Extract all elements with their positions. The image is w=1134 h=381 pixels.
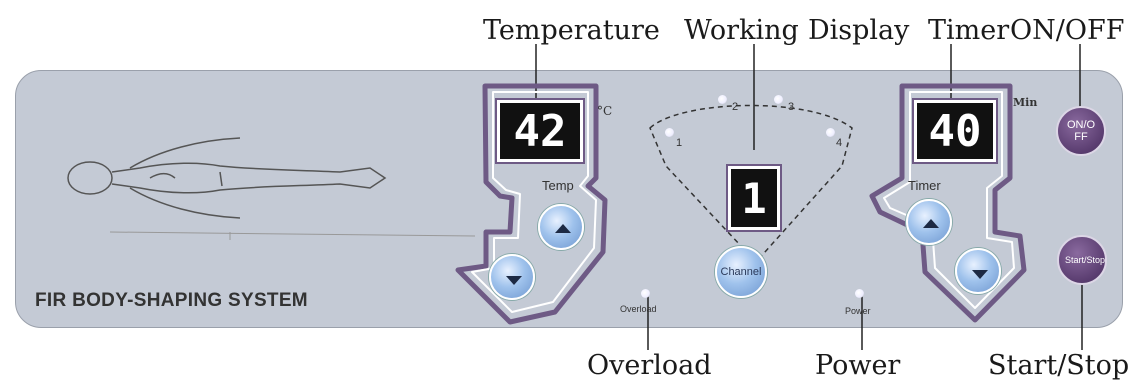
start-stop-callout: Start/Stop — [988, 350, 1130, 381]
display-callout: Display — [808, 15, 910, 46]
channel-3-number: 3 — [788, 101, 795, 113]
channel-2-led — [718, 95, 727, 104]
timer-callout: Timer — [928, 15, 1010, 46]
channel-button-label: Channel — [720, 266, 762, 278]
overload-led-label: Overload — [620, 304, 657, 314]
up-arrow-icon — [923, 219, 939, 228]
on-off-button-label: ON/OFF — [1066, 119, 1096, 143]
power-led-label: Power — [845, 306, 871, 316]
brand-label: FIR BODY-SHAPING SYSTEM — [35, 290, 308, 311]
timer-unit: Min — [1013, 96, 1038, 109]
temp-unit: °C — [597, 104, 613, 118]
channel-2-number: 2 — [732, 101, 739, 113]
channel-3-led — [774, 95, 783, 104]
channel-4-number: 4 — [836, 137, 843, 149]
timer-arrow-outline — [869, 83, 1027, 323]
working-callout: Working — [684, 15, 799, 46]
temp-display: 42 — [495, 98, 585, 164]
overload-led — [641, 289, 650, 298]
up-arrow-icon — [555, 224, 571, 233]
channel-display: 1 — [726, 164, 782, 232]
temp-down-button[interactable] — [489, 254, 535, 300]
down-arrow-icon — [506, 276, 522, 285]
body-outline-icon — [67, 137, 476, 240]
temp-up-button[interactable] — [538, 204, 584, 250]
start-stop-button[interactable]: Start/Stop — [1057, 235, 1107, 285]
timer-down-button[interactable] — [955, 248, 1001, 294]
channel-fan-outline — [649, 104, 853, 264]
on-off-callout: ON/OFF — [1010, 15, 1125, 46]
overload-callout: Overload — [587, 350, 712, 381]
on-off-button[interactable]: ON/OFF — [1056, 106, 1106, 156]
channel-button[interactable]: Channel — [715, 246, 767, 298]
temp-arrow-outline — [455, 83, 608, 325]
down-arrow-icon — [972, 270, 988, 279]
temperature-callout: Temperature — [483, 15, 660, 46]
channel-1-number: 1 — [676, 137, 683, 149]
start-stop-button-label: Start/Stop — [1065, 255, 1106, 265]
channel-4-led — [826, 128, 835, 137]
timer-up-button[interactable] — [906, 199, 952, 245]
power-callout: Power — [815, 350, 901, 381]
power-led — [855, 289, 864, 298]
channel-1-led — [665, 128, 674, 137]
timer-display: 40 — [912, 98, 998, 164]
timer-label: Timer — [908, 178, 941, 193]
temp-label: Temp — [542, 178, 574, 193]
